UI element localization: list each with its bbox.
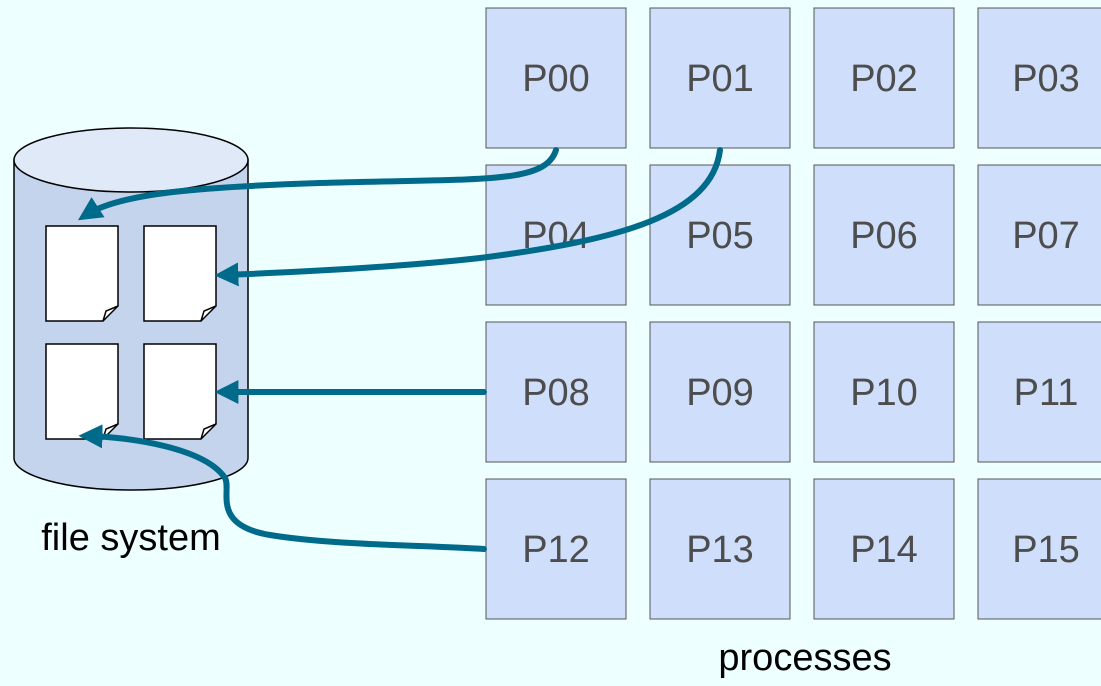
write-arrows bbox=[77, 147, 723, 552]
process-label: P11 bbox=[1014, 372, 1079, 414]
process-label: P12 bbox=[522, 529, 590, 571]
process-label: P14 bbox=[850, 529, 918, 571]
process-box: P04 bbox=[485, 164, 627, 306]
write-arrow-p00 bbox=[77, 147, 559, 221]
process-box: P02 bbox=[813, 7, 955, 149]
process-label: P15 bbox=[1012, 529, 1080, 571]
file-icon bbox=[143, 225, 217, 322]
process-box: P01 bbox=[649, 7, 791, 149]
process-box: P03 bbox=[977, 7, 1101, 149]
process-label: P02 bbox=[850, 58, 918, 100]
process-label: P10 bbox=[850, 372, 918, 414]
process-box: P09 bbox=[649, 321, 791, 463]
process-box: P07 bbox=[977, 164, 1101, 306]
file-icon bbox=[143, 343, 217, 440]
process-grid: P00 P01 P02 P03 P04 P05 P06 P07 P08 P09 … bbox=[485, 7, 1101, 620]
write-arrow-p12 bbox=[78, 424, 487, 552]
processes-label: processes bbox=[718, 637, 891, 679]
process-label: P09 bbox=[686, 372, 754, 414]
process-box: P05 bbox=[649, 164, 791, 306]
process-box: P06 bbox=[813, 164, 955, 306]
process-label: P00 bbox=[522, 58, 590, 100]
process-label: P06 bbox=[850, 215, 918, 257]
process-box: P13 bbox=[649, 478, 791, 620]
process-box: P14 bbox=[813, 478, 955, 620]
process-box: P12 bbox=[485, 478, 627, 620]
process-label: P08 bbox=[522, 372, 590, 414]
file-system-cylinder bbox=[13, 127, 249, 491]
process-label: P07 bbox=[1012, 215, 1080, 257]
file-icon bbox=[45, 343, 119, 440]
write-arrow-p01 bbox=[214, 147, 723, 287]
process-label: P05 bbox=[686, 215, 754, 257]
file-system-label: file system bbox=[41, 517, 220, 559]
process-box: P10 bbox=[813, 321, 955, 463]
process-box: P08 bbox=[485, 321, 627, 463]
file-icon bbox=[45, 225, 119, 322]
process-label: P03 bbox=[1012, 58, 1080, 100]
process-label: P01 bbox=[686, 58, 754, 100]
process-box: P15 bbox=[977, 478, 1101, 620]
process-box: P11 bbox=[977, 321, 1101, 463]
process-label: P13 bbox=[686, 529, 754, 571]
cylinder-top bbox=[13, 127, 249, 193]
process-box: P00 bbox=[485, 7, 627, 149]
